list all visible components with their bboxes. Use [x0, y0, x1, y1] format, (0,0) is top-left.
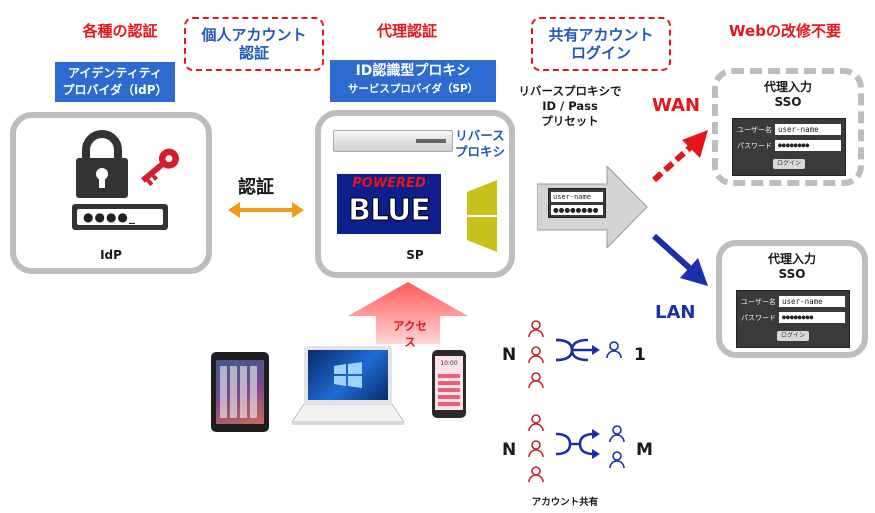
lan-password-field[interactable]: ●●●●●●●● [779, 312, 845, 323]
tablet-app-grid [220, 366, 260, 418]
smartphone-app-grid [438, 372, 460, 406]
proxy-gate-icon [467, 180, 497, 252]
sp-label-title: ID認識型プロキシ [355, 63, 471, 79]
laptop-screen-bezel [304, 346, 392, 406]
lan-login-button[interactable]: ログイン [777, 331, 809, 341]
server-slot [416, 139, 446, 143]
access-arrow-icon [348, 282, 468, 344]
laptop-screen [308, 350, 388, 400]
sp-panel: リバース プロキシ POWERED BLUE SP [315, 110, 515, 278]
wan-arrow-icon [651, 130, 708, 183]
idp-label-box: アイデンティティ プロバイダ（idP） [55, 62, 175, 102]
sp-label-sub: サービスプロバイダ（SP） [347, 83, 479, 95]
wan-sso-panel: 代理入力 SSO ユーザー名 user-name パスワード ●●●●●●●● … [712, 68, 864, 186]
n1-left-label: N [502, 345, 517, 365]
nm-left-label: N [502, 440, 517, 460]
tablet-device [211, 352, 269, 432]
preset-credentials-card: user-name ●●●●●●●● [548, 188, 606, 218]
wan-password-field[interactable]: ●●●●●●●● [775, 140, 841, 151]
access-label: アクセス [393, 319, 427, 349]
wan-username-field[interactable]: user-name [775, 124, 841, 135]
logo-line1: POWERED [352, 176, 426, 191]
wan-username-label: ユーザー名 [737, 126, 772, 134]
lan-label: LAN [655, 302, 696, 323]
reverse-proxy-label: リバース プロキシ [454, 128, 505, 159]
n-to-m-diagram [528, 414, 625, 482]
logo-line2: BLUE [348, 193, 432, 229]
preset-password: ●●●●●●●● [551, 205, 603, 215]
heading-shared-account-login: 共有アカウント ログイン [548, 26, 654, 62]
sp-name: SP [406, 248, 424, 262]
windows-logo-icon [334, 362, 362, 388]
idp-name: IdP [100, 248, 122, 262]
shared-account-caption: アカウント共有 [531, 497, 599, 508]
wan-login-button[interactable]: ログイン [773, 159, 805, 169]
n-to-1-diagram [528, 320, 622, 388]
sp-label-box: ID認識型プロキシ サービスプロバイダ（SP） [330, 60, 496, 102]
powered-blue-logo: POWERED BLUE [337, 174, 441, 234]
smartphone-clock: 10:00 [440, 360, 458, 367]
server-unit [333, 130, 453, 152]
pin-entry-field: ●●●●_ [77, 209, 163, 225]
smartphone-screen: 10:00 [435, 356, 463, 410]
lan-password-label: パスワード [741, 314, 776, 322]
padlock-icon [76, 130, 128, 198]
wan-label: WAN [652, 95, 701, 116]
n1-right-label: 1 [634, 345, 646, 365]
lan-login-form: ユーザー名 user-name パスワード ●●●●●●●● ログイン [736, 290, 850, 348]
heading-no-web-modification: Webの改修不要 [729, 22, 841, 40]
wan-sso-title: 代理入力 SSO [763, 80, 812, 109]
smartphone-device: 10:00 [432, 350, 466, 418]
shared-account-login-box: 共有アカウント ログイン [531, 17, 671, 71]
heading-various-auth: 各種の認証 [82, 22, 158, 40]
bidirectional-arrow-icon [228, 202, 304, 218]
tablet-screen [216, 360, 264, 424]
lan-username-label: ユーザー名 [741, 298, 776, 306]
personal-account-auth-box: 個人アカウント 認証 [184, 17, 324, 71]
wan-password-label: パスワード [737, 142, 772, 150]
heading-personal-account-auth: 個人アカウント 認証 [201, 26, 307, 62]
key-icon [140, 148, 179, 187]
preset-caption: リバースプロキシで ID / Pass プリセット [518, 84, 622, 128]
heading-proxy-auth: 代理認証 [376, 22, 437, 40]
lan-sso-title: 代理入力 SSO [767, 252, 816, 281]
wan-login-form: ユーザー名 user-name パスワード ●●●●●●●● ログイン [732, 118, 846, 176]
preset-username: user-name [551, 192, 603, 202]
pin-entry-bar: ●●●●_ [72, 204, 168, 230]
lan-username-field[interactable]: user-name [779, 296, 845, 307]
lan-arrow-icon [651, 233, 708, 286]
laptop-keyboard-base [292, 404, 404, 425]
lan-sso-panel: 代理入力 SSO ユーザー名 user-name パスワード ●●●●●●●● … [716, 240, 868, 358]
auth-arrow-label: 認証 [238, 177, 274, 198]
laptop-device [292, 346, 404, 426]
nm-right-label: M [636, 440, 653, 460]
idp-panel: ●●●●_ IdP [10, 112, 212, 274]
